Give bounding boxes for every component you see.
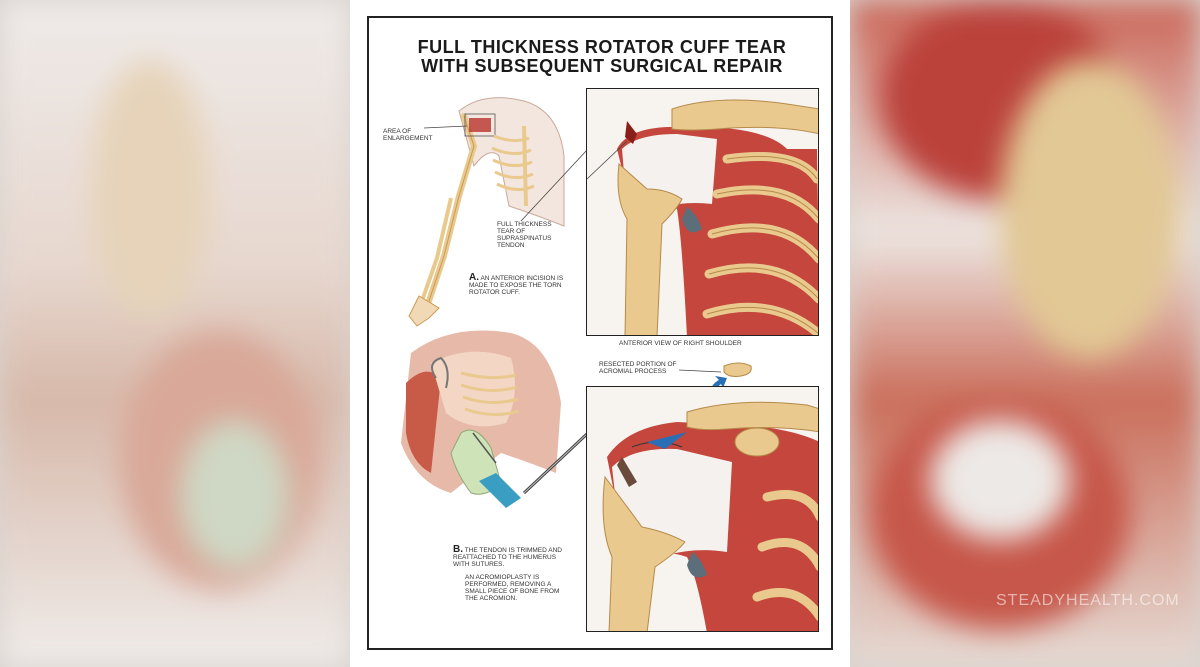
- title-line-2: WITH SUBSEQUENT SURGICAL REPAIR: [421, 56, 783, 76]
- surgical-repair-panel: [586, 386, 819, 632]
- step-b-note: B. THE TENDON IS TRIMMED AND REATTACHED …: [453, 544, 573, 603]
- poster-title: FULL THICKNESS ROTATOR CUFF TEAR WITH SU…: [369, 38, 835, 76]
- step-b-letter: B.: [453, 544, 463, 555]
- blurred-left-panel: [0, 0, 350, 667]
- step-a-letter: A.: [469, 272, 479, 283]
- step-b-text-2: AN ACROMIOPLASTY IS PERFORMED, REMOVING …: [465, 574, 560, 602]
- blur-blob: [90, 60, 210, 320]
- title-line-1: FULL THICKNESS ROTATOR CUFF TEAR: [417, 37, 787, 57]
- tear-leader-line: [520, 149, 588, 222]
- watermark-text: STEADYHEALTH.COM: [996, 592, 1180, 609]
- arm-skeleton-illustration: [408, 97, 565, 327]
- blur-blob: [180, 420, 290, 570]
- blur-blob: [1000, 60, 1180, 360]
- label-area-of-enlargement: AREA OF ENLARGEMENT: [383, 128, 433, 142]
- poster-frame: FULL THICKNESS ROTATOR CUFF TEAR WITH SU…: [367, 16, 833, 650]
- label-resected-portion: RESECTED PORTION OF ACROMIAL PROCESS: [599, 361, 677, 375]
- step-a-note: A. AN ANTERIOR INCISION IS MADE TO EXPOS…: [469, 272, 579, 297]
- blurred-right-panel: [850, 0, 1200, 667]
- incision-illustration: [401, 330, 561, 508]
- shoulder-anatomy-top: [587, 89, 818, 335]
- label-full-thickness-tear: FULL THICKNESS TEAR OF SUPRASPINATUS TEN…: [497, 221, 552, 249]
- step-a-text: AN ANTERIOR INCISION IS MADE TO EXPOSE T…: [469, 275, 564, 296]
- label-anterior-view: ANTERIOR VIEW OF RIGHT SHOULDER: [619, 340, 742, 347]
- blur-blob: [930, 420, 1070, 540]
- anterior-view-panel: [586, 88, 819, 336]
- step-b-text-1: THE TENDON IS TRIMMED AND REATTACHED TO …: [453, 547, 562, 568]
- shoulder-anatomy-bottom: [587, 387, 818, 631]
